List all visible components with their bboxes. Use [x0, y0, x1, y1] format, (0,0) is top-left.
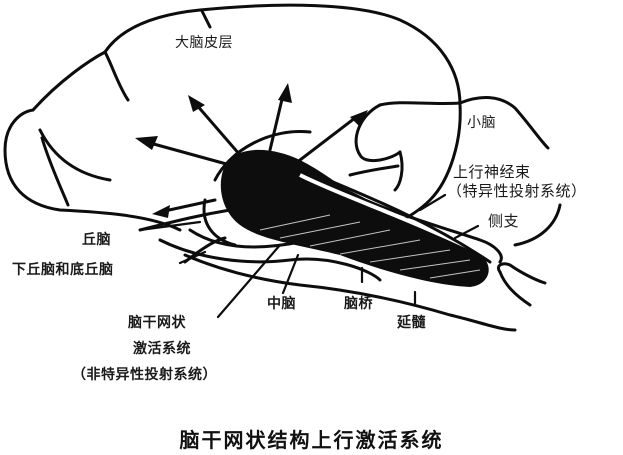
label-nonspecific-projection: （非特异性投射系统）	[72, 367, 217, 383]
cerebellum-outline	[378, 96, 550, 150]
reticular-formation-core	[220, 149, 489, 287]
thalamic-arc-2	[202, 198, 237, 247]
medulla-hook	[496, 262, 547, 285]
reticular-hatching	[259, 214, 481, 279]
cerebrum-outline	[31, 3, 462, 240]
ascending-tract-highlight	[299, 173, 471, 250]
projection-arrows	[135, 83, 368, 218]
diffuse-projection-1	[138, 208, 232, 232]
pointer-midbrain	[281, 253, 300, 295]
pointer-reticular	[216, 243, 282, 319]
pointer-collateral	[453, 224, 480, 240]
frontal-inner-line-2	[40, 136, 70, 207]
label-cerebellum: 小脑	[467, 115, 496, 131]
label-reticular-line2: 激活系统	[133, 341, 191, 357]
pointer-thalamus	[138, 220, 202, 232]
label-thalamus: 丘脑	[82, 232, 111, 248]
frontal-inner-line	[38, 128, 112, 182]
thalamic-arc	[213, 130, 312, 182]
label-midbrain: 中脑	[267, 296, 296, 312]
label-pons: 脑桥	[344, 296, 373, 312]
label-hypothalamus-subthalamus: 下丘脑和底丘脑	[12, 262, 114, 278]
cerebellum-fold	[348, 164, 400, 177]
cerebellum-lobe	[393, 150, 404, 192]
label-ascending-tract: 上行神经束	[453, 163, 531, 181]
label-specific-projection: （特异性投射系统）	[447, 182, 587, 200]
label-medulla: 延髓	[397, 315, 426, 331]
cerebellum-posterior	[513, 203, 562, 247]
brainstem-lower-contour	[183, 253, 517, 332]
cerebellum-inner	[354, 103, 402, 163]
pointer-tract	[418, 193, 447, 212]
sulcus-1	[103, 50, 130, 102]
figure-caption: 脑干网状结构上行激活系统	[179, 428, 444, 452]
label-cerebral-cortex: 大脑皮层	[175, 35, 233, 51]
frontal-lobe-outline	[3, 108, 182, 232]
label-collateral: 侧支	[488, 212, 520, 230]
label-reticular-line1: 脑干网状	[128, 315, 186, 331]
medulla-hook-lower	[498, 270, 532, 307]
ascending-tract	[303, 168, 492, 264]
cortex-pointer-line	[200, 9, 212, 29]
pointer-hypothalamus	[178, 250, 207, 265]
